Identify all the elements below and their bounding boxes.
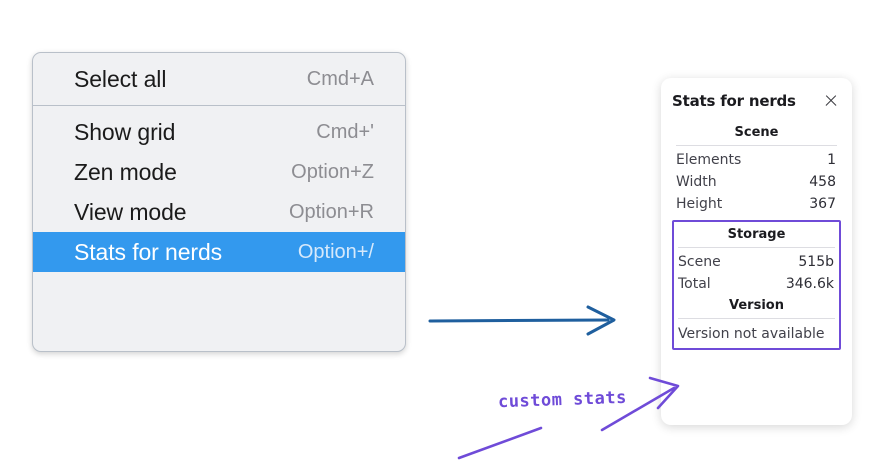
menu-item-show-grid[interactable]: Show grid Cmd+' <box>33 112 405 152</box>
menu-item-shortcut: Cmd+A <box>306 67 374 90</box>
stat-row: Scene 515b <box>674 251 839 273</box>
storage-section: Storage Scene 515b Total 346.6k <box>674 224 839 295</box>
blue-arrow-annotation <box>428 305 616 336</box>
panel-title: Stats for nerds <box>672 92 796 110</box>
scene-heading: Scene <box>734 125 779 140</box>
stat-label: Scene <box>678 254 721 270</box>
menu-item-label: View mode <box>74 198 187 225</box>
section-rule <box>678 247 835 248</box>
custom-stats-highlight-box: Storage Scene 515b Total 346.6k Version … <box>672 220 841 350</box>
context-menu[interactable]: Select all Cmd+A Show grid Cmd+' Zen mod… <box>32 52 406 352</box>
stat-value: 458 <box>809 174 836 190</box>
menu-item-label: Zen mode <box>74 158 177 185</box>
stat-value: 1 <box>827 152 836 168</box>
section-rule <box>678 318 835 319</box>
menu-item-stats-for-nerds[interactable]: Stats for nerds Option+/ <box>33 232 405 272</box>
menu-item-label: Select all <box>74 65 167 92</box>
stats-for-nerds-panel: Stats for nerds Scene Elements 1 Width 4… <box>661 78 852 425</box>
stat-row: Total 346.6k <box>674 273 839 295</box>
version-heading: Version <box>729 298 784 313</box>
menu-item-shortcut: Cmd+' <box>316 120 374 143</box>
version-section: Version Version not available <box>674 295 839 345</box>
stat-row: Elements 1 <box>672 149 841 171</box>
stat-row: Height 367 <box>672 193 841 215</box>
panel-header: Stats for nerds <box>672 92 841 110</box>
purple-underline-stroke-annotation <box>457 426 543 460</box>
stat-label: Width <box>676 174 717 190</box>
scene-section: Scene Elements 1 Width 458 Height 367 <box>672 122 841 215</box>
menu-item-zen-mode[interactable]: Zen mode Option+Z <box>33 152 405 192</box>
menu-item-label: Show grid <box>74 118 176 145</box>
storage-heading: Storage <box>727 227 786 242</box>
section-rule <box>676 145 837 146</box>
menu-item-select-all[interactable]: Select all Cmd+A <box>33 59 405 99</box>
stat-row: Width 458 <box>672 171 841 193</box>
custom-stats-annotation-label: custom stats <box>497 387 628 413</box>
menu-item-shortcut: Option+R <box>288 200 374 223</box>
menu-item-label: Stats for nerds <box>74 238 223 265</box>
menu-item-shortcut: Option+/ <box>297 240 374 263</box>
version-text: Version not available <box>678 326 825 342</box>
stat-label: Total <box>678 276 711 292</box>
menu-divider <box>33 105 405 106</box>
close-icon[interactable] <box>823 93 839 109</box>
menu-item-shortcut: Option+Z <box>291 160 374 183</box>
stat-value: 515b <box>798 254 834 270</box>
menu-group-1: Select all Cmd+A <box>33 53 405 105</box>
menu-group-2: Show grid Cmd+' Zen mode Option+Z View m… <box>33 106 405 278</box>
stat-label: Height <box>676 196 723 212</box>
stat-label: Elements <box>676 152 742 168</box>
stat-value: 367 <box>809 196 836 212</box>
stat-value: 346.6k <box>785 276 834 292</box>
menu-item-view-mode[interactable]: View mode Option+R <box>33 192 405 232</box>
